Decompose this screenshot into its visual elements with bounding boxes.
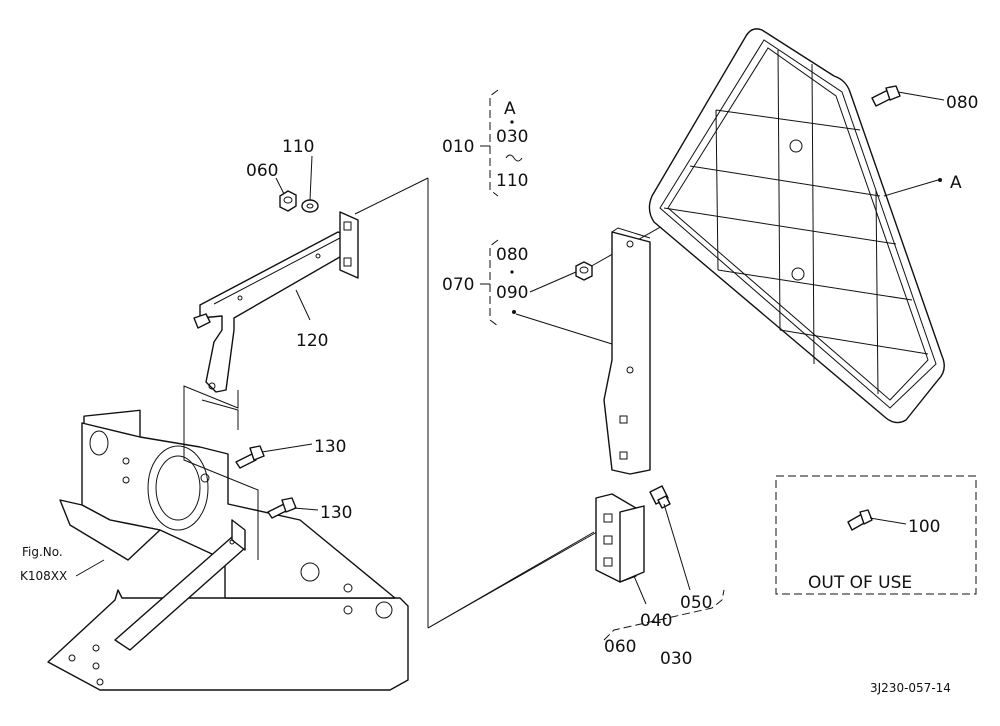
group-070-bracket [480, 239, 613, 345]
out-of-use-box: OUT OF USE [775, 475, 977, 595]
leader-lines [275, 155, 942, 629]
label-040: 040 [640, 611, 672, 631]
label-060-bottom: 060 [604, 637, 636, 657]
bolt-080 [871, 85, 945, 107]
group-060-030-bracket [603, 589, 725, 641]
bracket-plate [603, 227, 651, 475]
label-060: 060 [246, 161, 278, 181]
label-130-lower: 130 [320, 503, 352, 523]
washer-110 [301, 199, 319, 213]
label-130-upper: 130 [314, 437, 346, 457]
fig-no-code: K108XX [20, 569, 67, 583]
label-010: 010 [442, 137, 474, 157]
label-A-top: A [504, 99, 516, 119]
label-100: 100 [908, 517, 940, 537]
label-030-bottom: 030 [660, 649, 692, 669]
reflector-panel [648, 28, 945, 424]
figure-reference: Fig.No. K108XX [20, 545, 105, 583]
out-of-use-label: OUT OF USE [808, 573, 912, 593]
label-080-group: 080 [496, 245, 528, 265]
nut-060 [279, 190, 297, 212]
part-labels: A 010 030 110 070 080 090 080 A 110 060 … [246, 93, 978, 695]
label-070: 070 [442, 275, 474, 295]
drawing-code: 3J230-057-14 [870, 681, 951, 695]
holder-040 [595, 493, 645, 583]
bolt-130-upper [235, 443, 313, 469]
label-050: 050 [680, 593, 712, 613]
stay-120 [193, 211, 359, 393]
label-120: 120 [296, 331, 328, 351]
bolt-130-lower [267, 497, 319, 519]
label-090: 090 [496, 283, 528, 303]
frame-bracket [47, 409, 409, 691]
label-030-top: 030 [496, 127, 528, 147]
label-110: 110 [282, 137, 314, 157]
label-A: A [950, 173, 962, 193]
nut-080-090 [575, 261, 593, 281]
bolt-050 [649, 485, 691, 591]
group-010-bracket [480, 89, 523, 197]
label-110-top: 110 [496, 171, 528, 191]
label-080: 080 [946, 93, 978, 113]
fig-no-label: Fig.No. [22, 545, 63, 559]
